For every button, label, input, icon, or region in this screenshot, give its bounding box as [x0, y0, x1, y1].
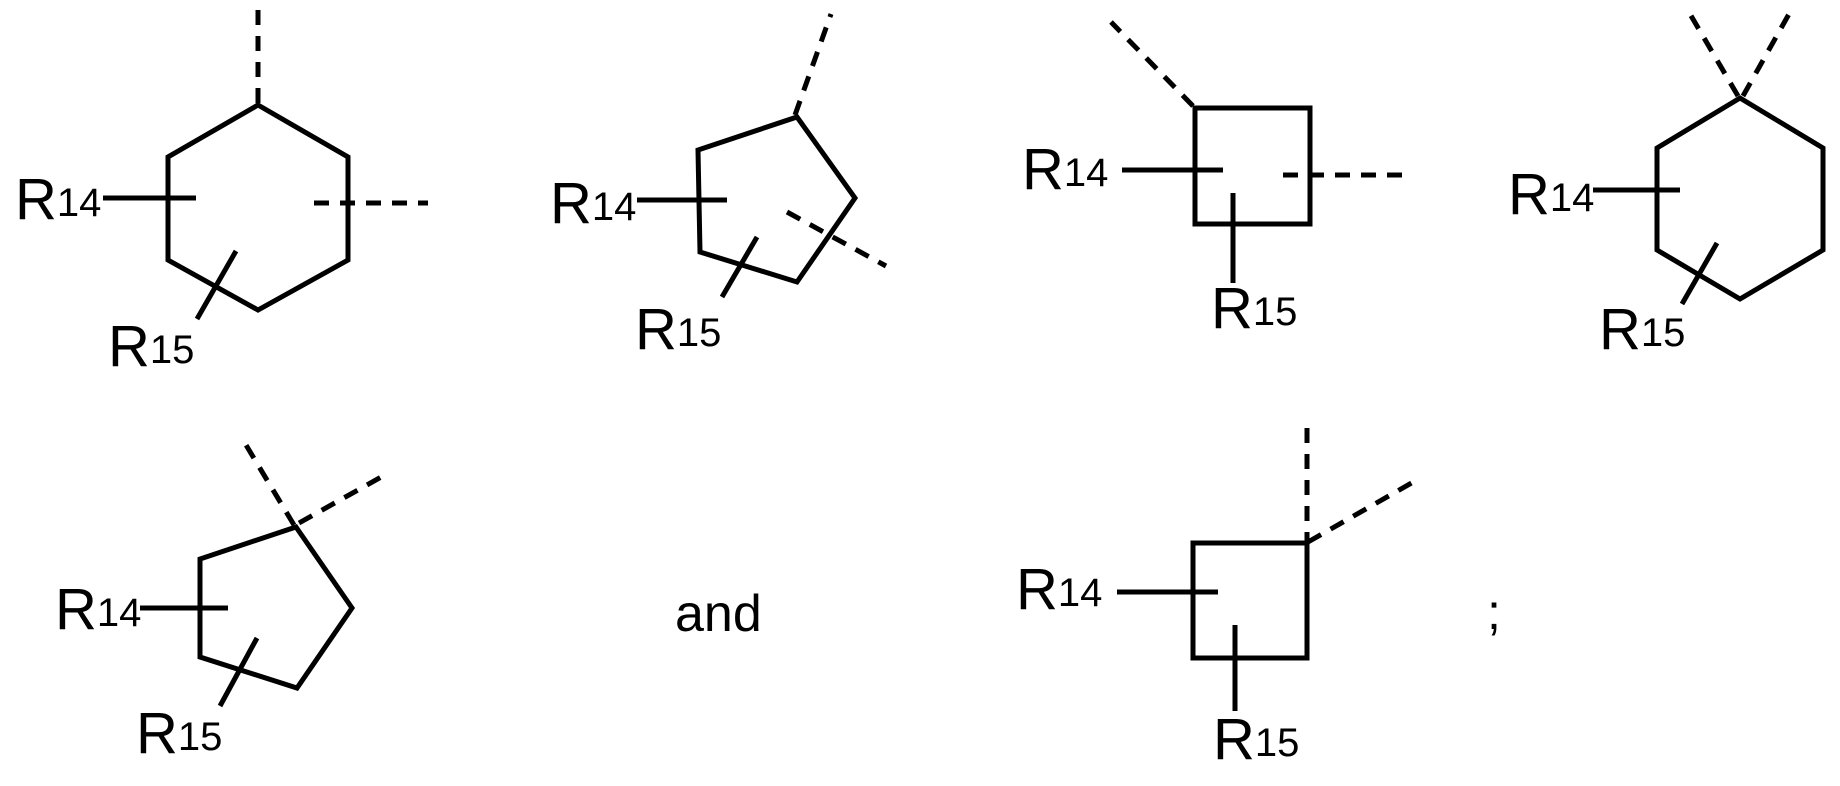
cyclopentane-ring	[197, 524, 356, 691]
r-sub-14: 14	[1063, 151, 1109, 195]
structure-1-r15-label: R15	[108, 318, 194, 376]
and-connector-text: and	[675, 585, 762, 643]
cyclohexane-ring	[1654, 95, 1826, 302]
cyclohexane-ring	[165, 102, 351, 313]
r-base: R	[1508, 162, 1550, 227]
r-sub-14: 14	[56, 181, 102, 225]
dashed-attachment-bond-top-right	[297, 473, 385, 526]
r15-bond	[194, 249, 239, 321]
r-base: R	[635, 297, 677, 362]
structure-1-cyclohexane	[103, 0, 428, 321]
r-sub-14: 14	[591, 185, 637, 229]
dashed-attachment-bond-top	[792, 13, 834, 116]
structure-2-r15-label: R15	[635, 301, 721, 359]
structure-6-cyclobutane	[1117, 428, 1417, 711]
r-sub-15: 15	[177, 715, 223, 759]
r-sub-15: 15	[676, 311, 722, 355]
dashed-attachment-bond-lower-right	[785, 209, 888, 269]
structure-4-cyclohexane	[1593, 12, 1826, 306]
cyclobutane-ring	[1190, 540, 1310, 661]
structure-4-r14-label: R14	[1508, 166, 1594, 224]
structure-5-cyclopentane	[140, 438, 385, 708]
r-base: R	[1016, 557, 1058, 622]
structure-2-cyclopentane	[637, 13, 888, 299]
r15-bond	[719, 235, 760, 299]
r-base: R	[136, 701, 178, 766]
structure-3-r15-label: R15	[1211, 280, 1297, 338]
r-base: R	[1599, 297, 1641, 362]
structure-6-r14-label: R14	[1016, 561, 1102, 619]
r-sub-15: 15	[1254, 721, 1300, 765]
dashed-attachment-bond-top-left	[240, 438, 297, 527]
structure-3-cyclobutane	[1109, 20, 1404, 283]
cyclobutane-ring	[1192, 105, 1313, 227]
r15-bond	[217, 636, 260, 708]
r-sub-14: 14	[96, 591, 142, 635]
semicolon-text: ;	[1487, 584, 1501, 640]
structure-5-r14-label: R14	[55, 581, 141, 639]
r-sub-15: 15	[1640, 311, 1686, 355]
r-base: R	[15, 167, 57, 232]
r-base: R	[550, 171, 592, 236]
dashed-attachment-bond-top-right	[1740, 12, 1792, 98]
r-base: R	[108, 314, 150, 379]
dashed-attachment-bond-top-left	[1687, 12, 1741, 98]
r-sub-14: 14	[1057, 571, 1103, 615]
r-sub-15: 15	[1252, 290, 1298, 334]
dashed-attachment-bond-top-left	[1109, 20, 1195, 108]
structure-4-r15-label: R15	[1599, 301, 1685, 359]
r-sub-14: 14	[1549, 176, 1595, 220]
structure-2-r14-label: R14	[550, 175, 636, 233]
structure-1-r14-label: R14	[15, 171, 101, 229]
r-base: R	[1211, 276, 1253, 341]
structure-5-r15-label: R15	[136, 705, 222, 763]
r15-bond	[1679, 241, 1720, 306]
r-base: R	[1022, 137, 1064, 202]
dashed-attachment-bond-top-right	[1306, 478, 1417, 545]
r-base: R	[1213, 707, 1255, 772]
r-sub-15: 15	[149, 328, 195, 372]
cyclopentane-ring	[695, 114, 859, 285]
structure-6-r15-label: R15	[1213, 711, 1299, 769]
structure-3-r14-label: R14	[1022, 141, 1108, 199]
r-base: R	[55, 577, 97, 642]
